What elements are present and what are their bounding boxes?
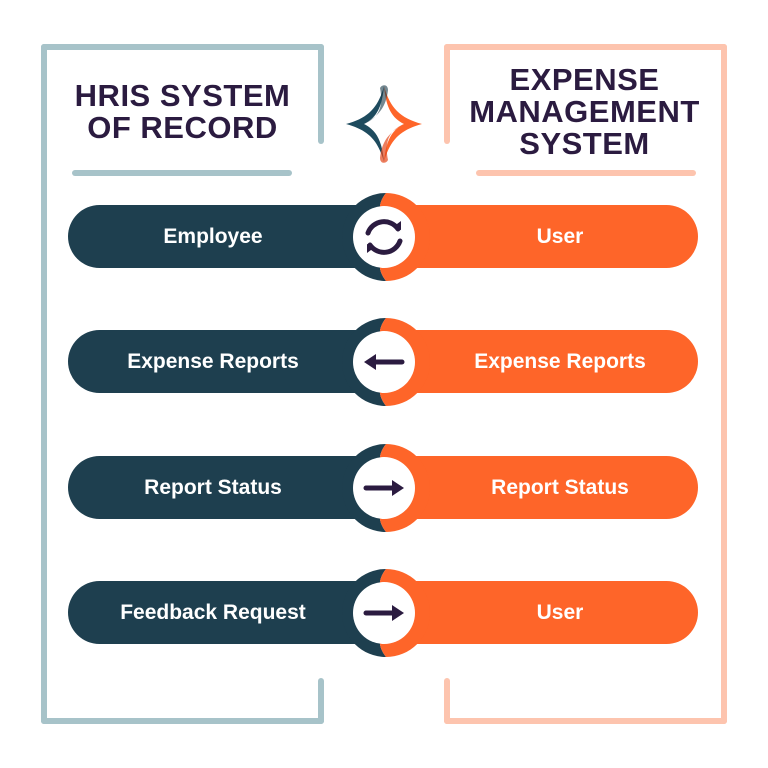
left-title-underline: [72, 170, 292, 176]
right-frame-top: [444, 44, 727, 50]
right-frame-right: [721, 44, 727, 724]
arrow-right-icon: [342, 569, 430, 657]
left-title-line2: OF RECORD: [87, 110, 278, 145]
left-frame-right-bottom: [318, 678, 324, 724]
sync-icon: [342, 193, 430, 281]
left-frame-top: [41, 44, 324, 50]
right-field-label: User: [536, 600, 584, 624]
left-frame-right-top: [318, 44, 324, 144]
left-field-label: Expense Reports: [127, 349, 299, 373]
left-frame-bottom: [41, 718, 324, 724]
right-title-line3: SYSTEM: [519, 126, 650, 161]
star-logo-icon: [346, 85, 422, 163]
right-frame-left-top: [444, 44, 450, 144]
left-system-title: HRIS SYSTEM OF RECORD: [50, 80, 315, 144]
right-title-line1: EXPENSE: [509, 62, 660, 97]
left-frame-left: [41, 44, 47, 724]
right-system-title: EXPENSE MANAGEMENT SYSTEM: [452, 64, 717, 160]
arrow-left-icon: [342, 318, 430, 406]
right-field-label: Expense Reports: [474, 349, 646, 373]
right-field-label: User: [536, 224, 584, 248]
right-title-underline: [476, 170, 696, 176]
arrow-right-icon: [342, 444, 430, 532]
right-title-line2: MANAGEMENT: [469, 94, 700, 129]
left-field-label: Feedback Request: [120, 600, 306, 624]
right-field-label: Report Status: [491, 475, 629, 499]
left-title-line1: HRIS SYSTEM: [74, 78, 291, 113]
right-frame-bottom: [444, 718, 727, 724]
right-frame-left-bottom: [444, 678, 450, 724]
left-field-label: Report Status: [144, 475, 282, 499]
left-field-label: Employee: [163, 224, 263, 248]
